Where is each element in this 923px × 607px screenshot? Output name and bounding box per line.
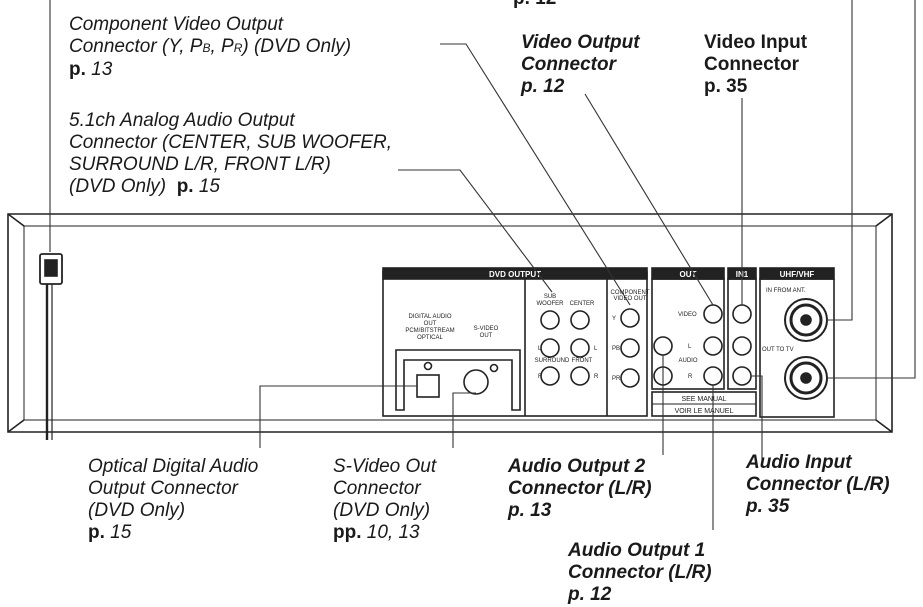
leader-audio-in xyxy=(751,375,763,460)
svg-text:S-VIDEO: S-VIDEO xyxy=(474,326,499,332)
dvd-output-header: DVD OUTPUT xyxy=(489,270,541,279)
svg-text:VIDEO OUT: VIDEO OUT xyxy=(613,296,646,302)
power-socket xyxy=(39,253,63,285)
leader-top-right xyxy=(827,0,853,321)
svg-text:WOOFER: WOOFER xyxy=(537,301,565,307)
svg-text:COMPONENT: COMPONENT xyxy=(611,290,650,296)
svg-text:Y: Y xyxy=(612,316,616,322)
uhf-header: UHF/VHF xyxy=(780,270,815,279)
audio-input-callout: Audio Input Connector (L/R) p. 35 xyxy=(746,452,890,517)
svg-text:CENTER: CENTER xyxy=(570,301,595,307)
optical-recess xyxy=(395,349,521,411)
svg-text:FRONT: FRONT xyxy=(572,358,593,364)
svg-text:OUT: OUT xyxy=(424,321,437,327)
svideo-port xyxy=(463,369,489,395)
svg-text:AUDIO: AUDIO xyxy=(678,358,697,364)
svg-text:DIGITAL AUDIO: DIGITAL AUDIO xyxy=(408,314,451,320)
video-input-callout: Video Input Connector p. 35 xyxy=(704,32,808,97)
video-output-callout: Video Output Connector p. 12 xyxy=(521,32,640,97)
svg-text:OUT: OUT xyxy=(480,333,493,339)
svg-text:PCM/BITSTREAM: PCM/BITSTREAM xyxy=(405,328,454,334)
leader-svideo xyxy=(452,392,476,448)
svg-text:VIDEO: VIDEO xyxy=(678,312,697,318)
analog-51-callout: 5.1ch Analog Audio Output Connector (CEN… xyxy=(69,110,393,197)
optical-port xyxy=(416,374,440,398)
svg-text:L: L xyxy=(538,346,542,352)
svg-text:SUB: SUB xyxy=(544,294,556,300)
audio-output2-callout: Audio Output 2 Connector (L/R) p. 13 xyxy=(508,456,652,521)
audio-output1-callout: Audio Output 1 Connector (L/R) p. 12 xyxy=(568,540,712,605)
svg-text:VOIR LE MANUEL: VOIR LE MANUEL xyxy=(675,408,734,415)
svg-text:R: R xyxy=(688,374,693,380)
out-block xyxy=(651,278,725,390)
leader-analog xyxy=(398,169,553,293)
optical-callout: Optical Digital Audio Output Connector (… xyxy=(88,456,259,543)
leader-video-out xyxy=(584,93,714,306)
analog-51-jacks xyxy=(540,310,590,386)
leader-far-right xyxy=(827,0,916,379)
out-header: OUT xyxy=(680,270,697,279)
svg-text:R: R xyxy=(594,374,599,380)
svg-text:IN FROM ANT.: IN FROM ANT. xyxy=(766,288,806,294)
svg-text:R: R xyxy=(538,374,543,380)
leader-component xyxy=(440,43,631,306)
svg-text:SEE MANUAL: SEE MANUAL xyxy=(681,396,726,403)
svg-text:SURROUND: SURROUND xyxy=(535,358,570,364)
uhf-block xyxy=(759,278,835,418)
svg-text:L: L xyxy=(594,346,598,352)
top-page-ref: p. 12 xyxy=(513,0,556,10)
svg-text:L: L xyxy=(688,344,692,350)
svg-text:OUT TO TV: OUT TO TV xyxy=(762,347,794,353)
component-video-callout: Component Video Output Connector (Y, PB,… xyxy=(69,14,352,80)
svideo-callout: S-Video Out Connector (DVD Only) pp. 10,… xyxy=(333,456,437,543)
svg-text:PR: PR xyxy=(612,376,621,382)
svg-text:OPTICAL: OPTICAL xyxy=(417,335,443,341)
chassis-bevel xyxy=(23,225,877,421)
svg-text:PB: PB xyxy=(612,346,620,352)
component-jacks xyxy=(620,308,640,388)
leader-optical xyxy=(259,385,417,448)
